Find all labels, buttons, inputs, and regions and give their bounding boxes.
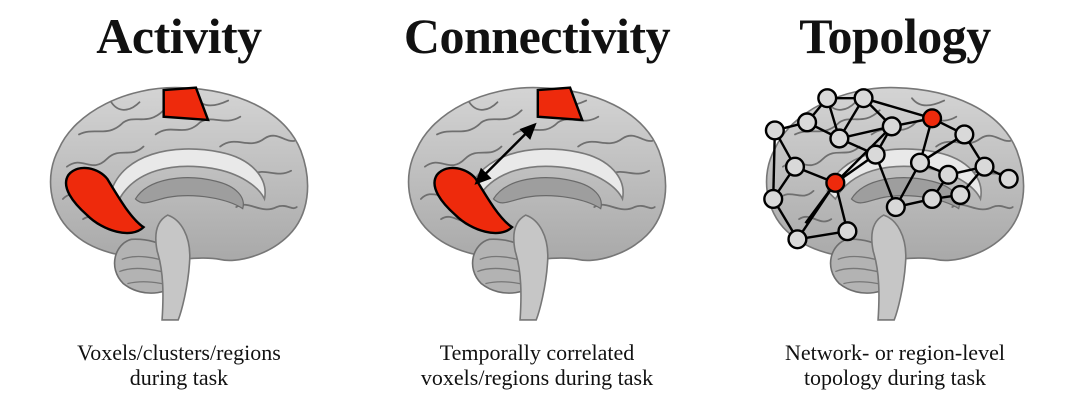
panel-caption: Temporally correlated voxels/regions dur… bbox=[358, 340, 716, 390]
network-node bbox=[950, 184, 971, 206]
network-node bbox=[938, 164, 959, 185]
network-hub-node bbox=[922, 108, 943, 129]
network-node bbox=[763, 188, 784, 210]
caption-line-2: topology during task bbox=[803, 365, 987, 390]
network-node bbox=[853, 88, 874, 109]
network-node bbox=[998, 168, 1019, 189]
double-arrow-icon bbox=[474, 122, 537, 185]
activation-region-frontal bbox=[64, 166, 146, 235]
network-hub-node bbox=[825, 172, 846, 193]
brain-connectivity-diagram bbox=[407, 86, 667, 321]
panel-connectivity: Connectivity Temporally correlated voxel… bbox=[358, 0, 716, 398]
activation-region-superior bbox=[162, 86, 210, 122]
network-node bbox=[817, 88, 838, 109]
panel-title: Connectivity bbox=[403, 8, 671, 64]
panel-title: Topology bbox=[799, 8, 991, 64]
network-node bbox=[865, 144, 886, 165]
connected-region-frontal bbox=[433, 166, 514, 235]
network-node bbox=[787, 229, 808, 250]
caption-line-2: during task bbox=[129, 365, 229, 390]
caption-line-1: Network- or region-level bbox=[785, 340, 1005, 365]
panel-caption: Voxels/clusters/regions during task bbox=[0, 340, 358, 390]
network-node bbox=[909, 152, 931, 173]
caption-line-2: voxels/regions during task bbox=[420, 365, 654, 390]
panel-activity: Activity Voxels/clusters/regions during … bbox=[0, 0, 358, 398]
panel-caption: Network- or region-level topology during… bbox=[716, 340, 1074, 390]
network-node bbox=[885, 196, 906, 218]
panel-topology: Topology bbox=[716, 0, 1074, 398]
network-node bbox=[954, 124, 975, 145]
network-node bbox=[922, 188, 943, 210]
network-node bbox=[974, 156, 995, 177]
network-node bbox=[837, 221, 858, 242]
caption-line-1: Voxels/clusters/regions bbox=[77, 340, 281, 365]
network-node bbox=[784, 156, 806, 177]
caption-line-1: Temporally correlated bbox=[439, 340, 635, 365]
connected-region-superior bbox=[536, 86, 584, 122]
brain-topology-diagram bbox=[763, 86, 1025, 321]
network-node bbox=[881, 116, 902, 137]
network-graph-icon bbox=[763, 88, 1019, 250]
brain-activity-diagram bbox=[49, 86, 309, 321]
network-node bbox=[764, 120, 785, 141]
network-node bbox=[829, 128, 850, 149]
network-node bbox=[797, 112, 818, 133]
panel-title: Activity bbox=[96, 8, 262, 64]
